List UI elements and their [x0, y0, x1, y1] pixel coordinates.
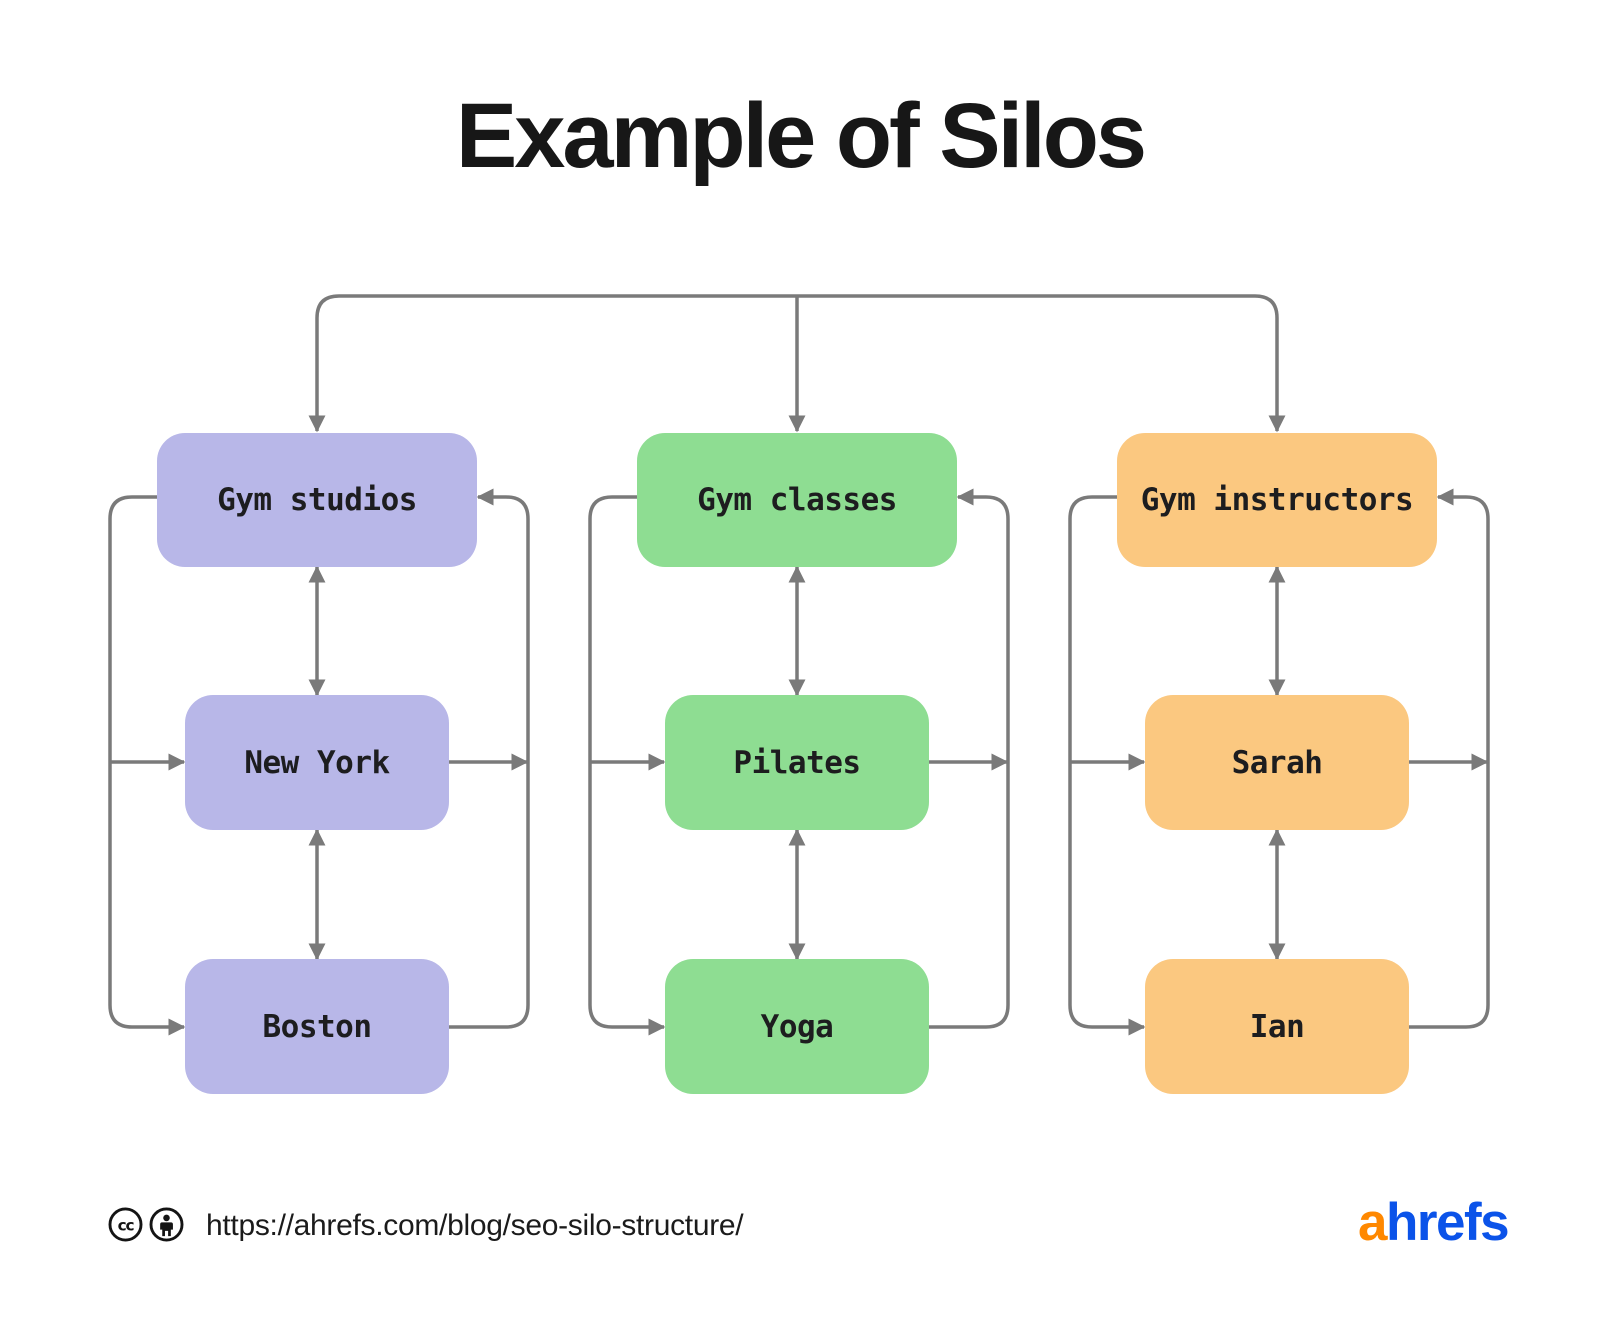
- page-title: Example of Silos: [455, 85, 1147, 187]
- arrows: [108, 294, 1490, 1036]
- cc-license-icon: cc: [108, 1207, 143, 1242]
- node-sarah: Sarah: [1145, 695, 1409, 830]
- node-gym-instructors: Gym instructors: [1117, 433, 1437, 567]
- ahrefs-logo-hrefs: hrefs: [1385, 1193, 1510, 1252]
- node-yoga: Yoga: [665, 959, 929, 1094]
- silo-2-arrows: [588, 488, 1010, 1036]
- node-gym-studios: Gym studios: [157, 433, 477, 567]
- ahrefs-logo: ahrefs: [1358, 1192, 1510, 1253]
- silo-1-arrows: [108, 488, 530, 1036]
- cc-icon-letters: cc: [118, 1216, 135, 1234]
- arrow-root-to-silo-3: [797, 294, 1286, 433]
- attribution-person-icon: [149, 1207, 184, 1242]
- node-boston: Boston: [185, 959, 449, 1094]
- node-ian: Ian: [1145, 959, 1409, 1094]
- ahrefs-logo-a: a: [1358, 1193, 1387, 1252]
- source-url: https://ahrefs.com/blog/seo-silo-structu…: [206, 1209, 744, 1242]
- arrow-root-to-silo-1: [308, 294, 797, 433]
- node-pilates: Pilates: [665, 695, 929, 830]
- root-fanout-arrows: [308, 294, 1286, 433]
- node-new-york: New York: [185, 695, 449, 830]
- silo-3-arrows: [1068, 488, 1490, 1036]
- node-gym-classes: Gym classes: [637, 433, 957, 567]
